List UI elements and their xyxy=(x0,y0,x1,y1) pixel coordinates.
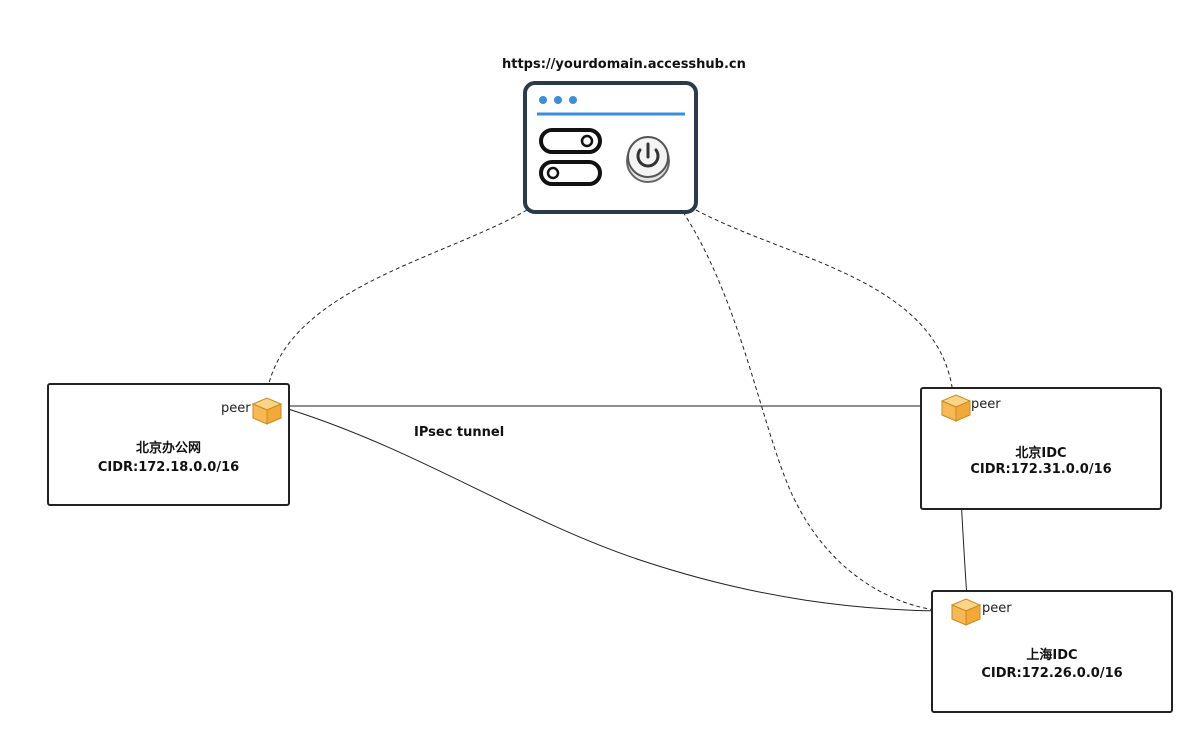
toggle-switch-icon xyxy=(539,160,602,186)
hub-url-label: https://yourdomain.accesshub.cn xyxy=(502,57,746,72)
site-name: 北京办公网 xyxy=(135,441,201,456)
site-name: 北京IDC xyxy=(1015,446,1067,461)
site-cidr: CIDR:172.26.0.0/16 xyxy=(981,666,1123,681)
window-dot-icon xyxy=(554,96,562,104)
peer-label: peer xyxy=(971,397,1001,412)
window-dot-icon xyxy=(569,96,577,104)
hub-link-beijing-office xyxy=(265,209,528,399)
site-name: 上海IDC xyxy=(1026,648,1078,663)
peer-label: peer xyxy=(982,601,1012,616)
toggle-switch-icon xyxy=(539,128,602,154)
site-beijing-office[interactable]: 北京办公网 CIDR:172.18.0.0/16 xyxy=(47,383,290,506)
power-icon xyxy=(626,136,670,183)
peer-box-icon[interactable] xyxy=(950,598,982,626)
control-panel-icon[interactable] xyxy=(523,81,698,214)
peer-box-icon[interactable] xyxy=(251,397,283,425)
peer-box-icon[interactable] xyxy=(940,394,972,422)
tunnel-label: IPsec tunnel xyxy=(414,425,505,440)
tunnel-beijing-office-shanghai-idc xyxy=(284,407,941,612)
peer-label: peer xyxy=(221,401,251,416)
hub-link-shanghai-idc xyxy=(682,211,936,611)
site-cidr: CIDR:172.18.0.0/16 xyxy=(97,460,240,475)
site-cidr: CIDR:172.31.0.0/16 xyxy=(970,462,1112,477)
window-dot-icon xyxy=(539,96,547,104)
hub-link-beijing-idc xyxy=(695,209,954,395)
